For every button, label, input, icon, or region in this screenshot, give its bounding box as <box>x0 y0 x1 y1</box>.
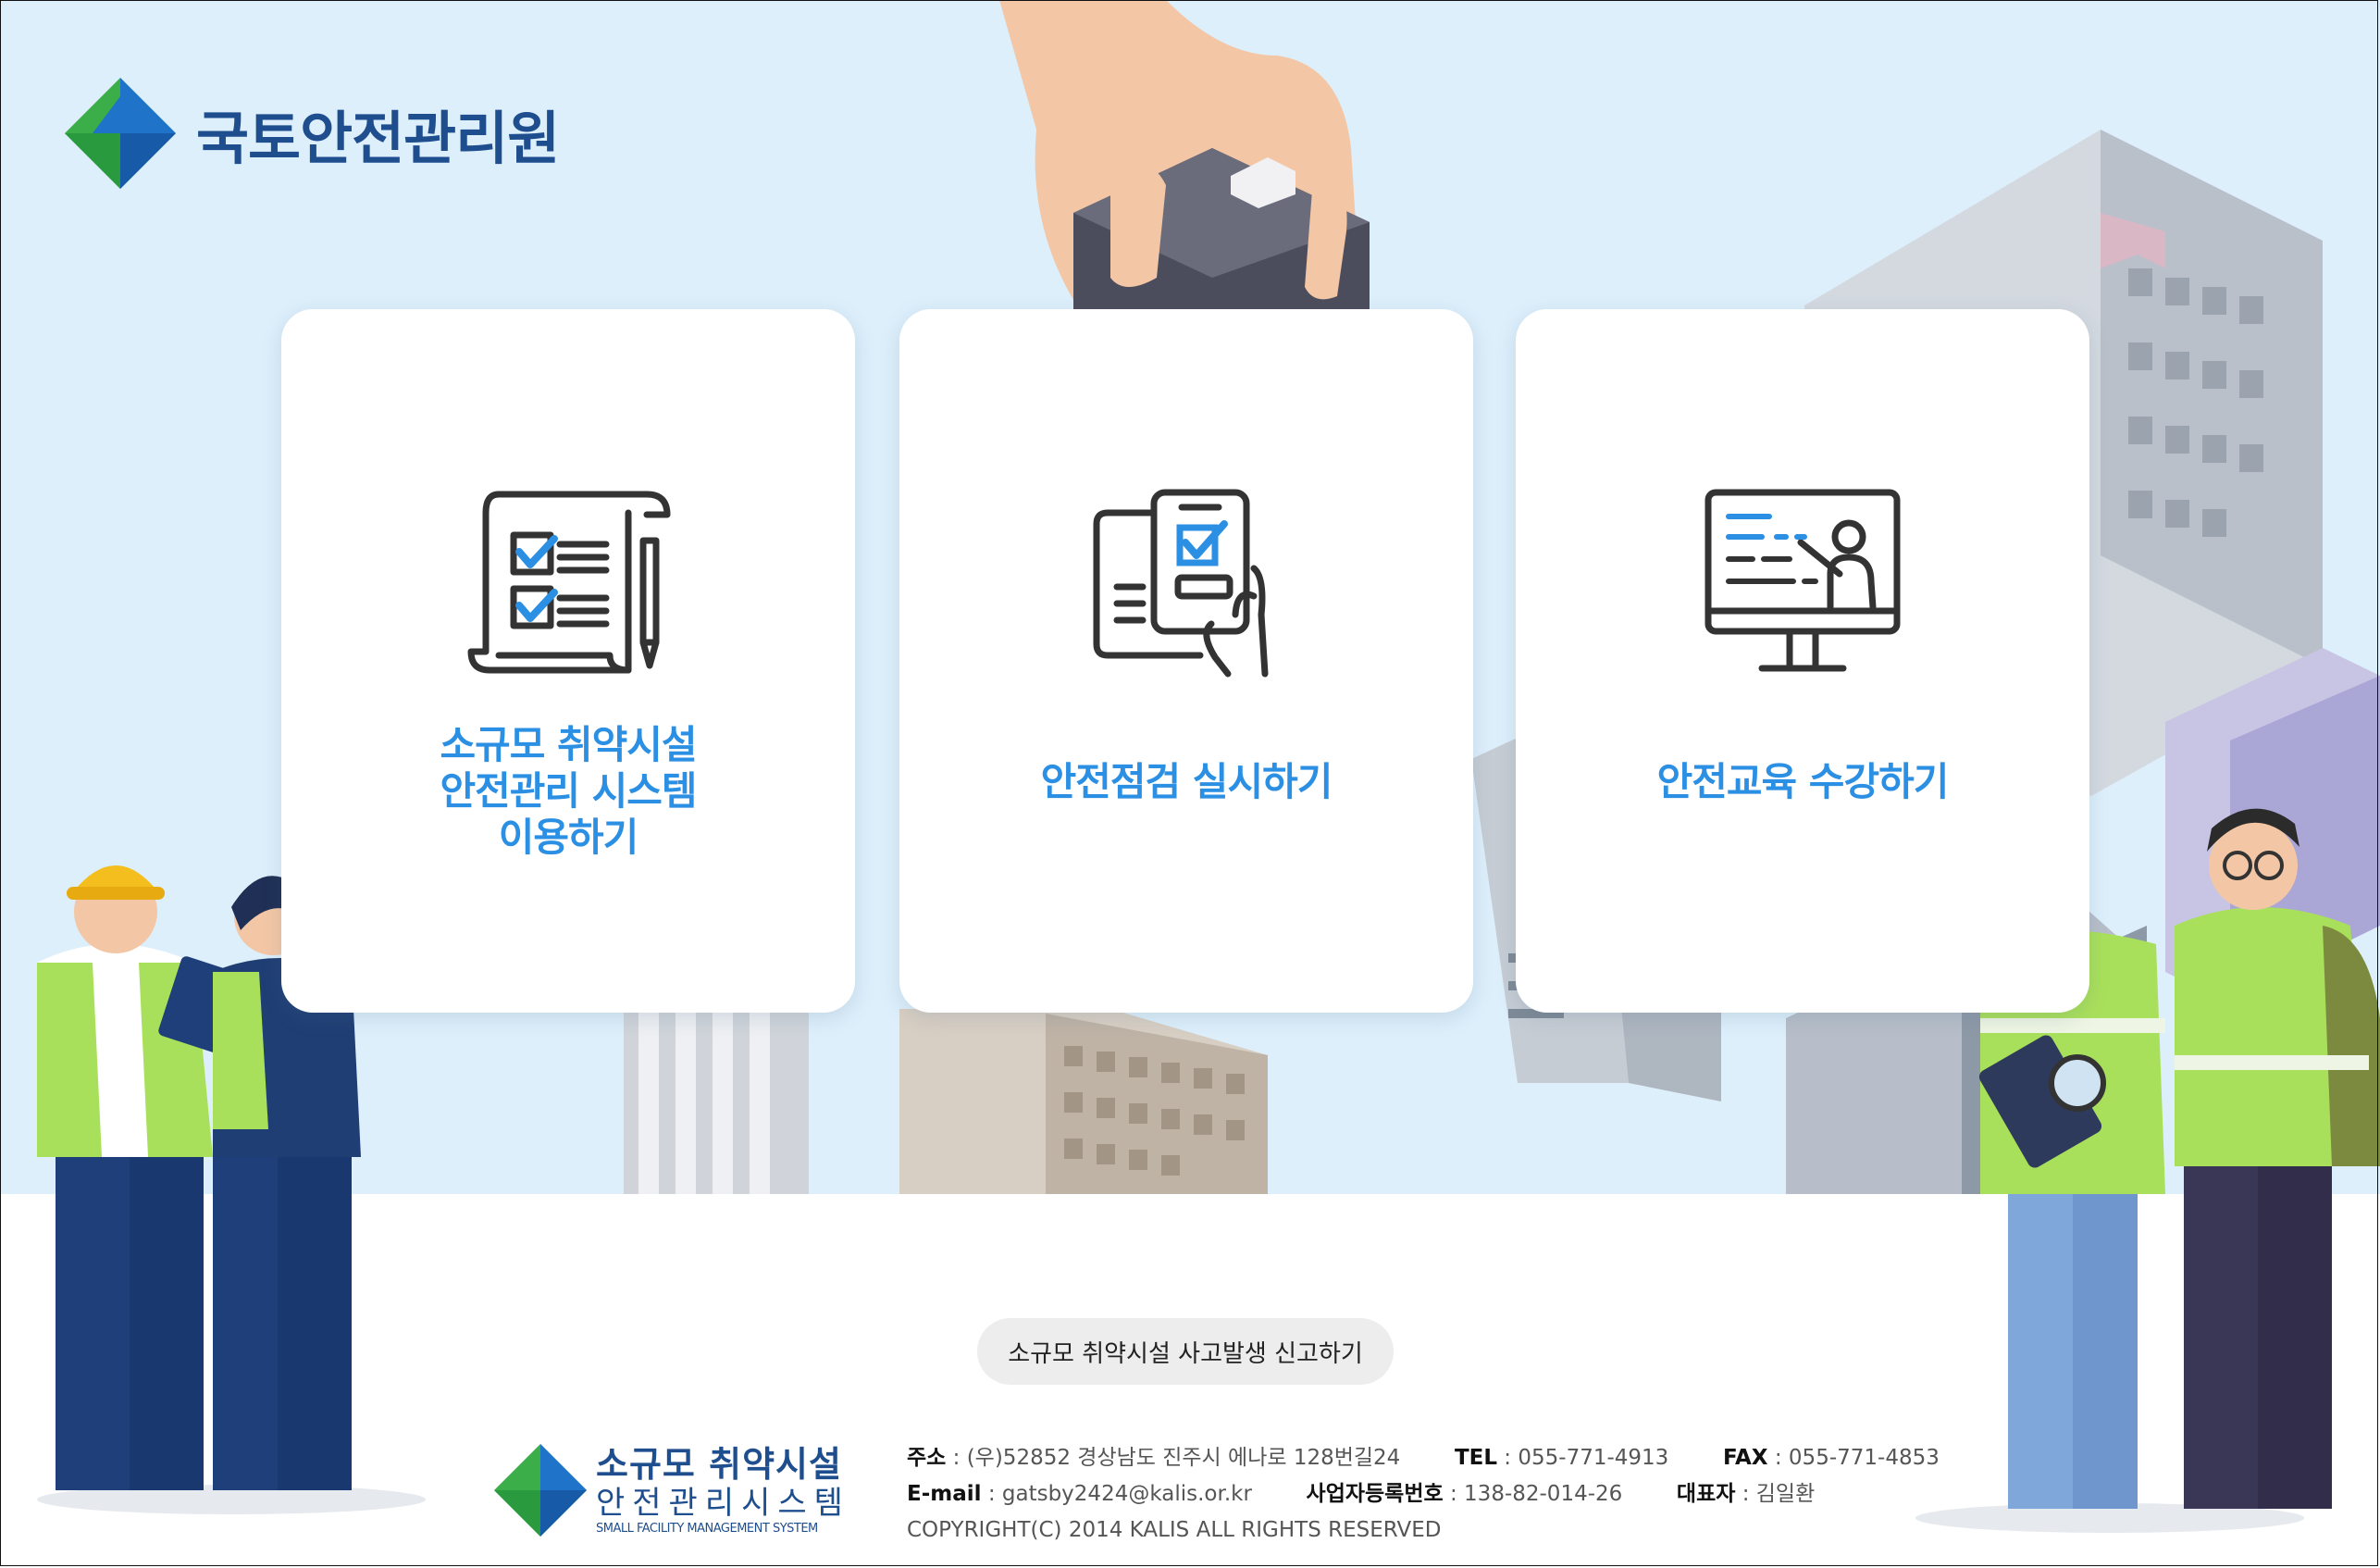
address-value: (우)52852 경상남도 진주시 에나로 128번길24 <box>966 1446 1401 1470</box>
org-logo[interactable]: 국토안전관리원 <box>65 78 560 189</box>
footer-logo-english: SMALL FACILITY MANAGEMENT SYSTEM <box>596 1522 818 1536</box>
ceo-value: 김일환 <box>1755 1482 1816 1506</box>
copyright: COPYRIGHT(C) 2014 KALIS ALL RIGHTS RESER… <box>907 1518 1442 1542</box>
bizno-value: 138-82-014-26 <box>1464 1482 1623 1506</box>
fax-value: 055-771-4853 <box>1788 1446 1940 1470</box>
address-label: 주소 <box>907 1446 947 1470</box>
card-sfms-label: 소규모 취약시설 안전관리 시스템 이용하기 <box>440 722 697 860</box>
sfms-logo-icon <box>494 1444 587 1537</box>
card-safety-education[interactable]: 안전교육 수강하기 <box>1516 309 2089 1013</box>
bizno-label: 사업자등록번호 <box>1306 1482 1444 1506</box>
fax-label: FAX <box>1722 1446 1768 1470</box>
online-lecture-icon <box>1704 489 1901 672</box>
org-name: 국토안전관리원 <box>196 105 560 172</box>
ceo-label: 대표자 <box>1676 1482 1736 1506</box>
footer-logo-title: 소규모 취약시설 <box>596 1444 842 1485</box>
tel-label: TEL <box>1454 1446 1497 1470</box>
kalis-logo-icon <box>65 78 176 189</box>
card-safety-inspection[interactable]: 안전점검 실시하기 <box>899 309 1473 1013</box>
card-sfms-system[interactable]: 소규모 취약시설 안전관리 시스템 이용하기 <box>281 309 855 1013</box>
footer-logo-subtitle: 안전관리시스템 <box>596 1485 850 1522</box>
email-label: E-mail <box>907 1482 982 1506</box>
checklist-document-icon <box>467 491 671 674</box>
card-education-label: 안전교육 수강하기 <box>1656 759 1950 804</box>
tel-value: 055-771-4913 <box>1518 1446 1669 1470</box>
footer-info: 주소 : (우)52852 경상남도 진주시 에나로 128번길24 TEL :… <box>907 1440 1940 1549</box>
sfms-footer-logo[interactable]: 소규모 취약시설 안전관리시스템 SMALL FACILITY MANAGEME… <box>494 1444 850 1537</box>
card-inspection-label: 안전점검 실시하기 <box>1040 759 1333 804</box>
accident-report-button[interactable]: 소규모 취약시설 사고발생 신고하기 <box>977 1318 1394 1385</box>
mobile-inspection-icon <box>1093 489 1269 678</box>
email-value[interactable]: gatsby2424@kalis.or.kr <box>1001 1482 1252 1506</box>
